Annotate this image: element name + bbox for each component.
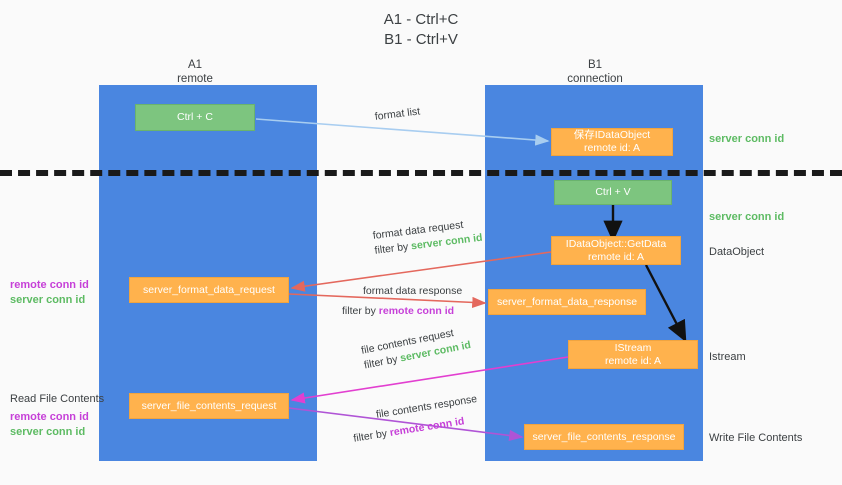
- lane-b1-name: B1: [587, 59, 603, 71]
- lane-header-a1: A1 remote: [140, 58, 250, 86]
- lane-header-b1: B1 connection: [540, 58, 650, 86]
- note-remote-conn-id-2: remote conn id: [10, 411, 89, 423]
- edge-label-format-list: format list: [374, 104, 421, 124]
- phase-divider: [0, 170, 842, 176]
- note-read-file-contents: Read File Contents: [10, 393, 105, 405]
- note-group-file: remote conn id server conn id: [10, 410, 89, 440]
- box-server-format-data-request[interactable]: server_format_data_request: [129, 277, 289, 303]
- note-remote-conn-id-1: remote conn id: [10, 279, 89, 291]
- filter-prefix: filter by: [373, 240, 412, 257]
- lane-a1-sub: remote: [177, 73, 213, 85]
- lane-b1-sub: connection: [567, 73, 623, 85]
- box-server-format-data-response-line1: server_format_data_response: [496, 295, 638, 308]
- filter-value-remote-conn-id: remote conn id: [378, 305, 455, 317]
- note-server-conn-id-3: server conn id: [10, 294, 86, 306]
- edge-label-format-data-response-filter: filter by remote conn id: [342, 304, 462, 319]
- box-ctrl-c[interactable]: Ctrl + C: [135, 104, 255, 131]
- lane-a1-name: A1: [187, 59, 203, 71]
- edge-label-file-contents-response-filter: filter by remote conn id: [352, 412, 481, 447]
- box-save-idataobject-line2: remote id: A: [583, 142, 641, 154]
- box-ctrl-v[interactable]: Ctrl + V: [554, 180, 672, 205]
- filter-prefix: filter by: [342, 305, 379, 317]
- note-istream: Istream: [709, 351, 746, 363]
- box-save-idataobject[interactable]: 保存IDataObject remote id: A: [551, 128, 673, 156]
- box-idataobject-getdata-line2: remote id: A: [587, 250, 645, 263]
- title-line-2: B1 - Ctrl+V: [384, 31, 458, 48]
- note-server-conn-id-4: server conn id: [10, 426, 86, 438]
- note-dataobject: DataObject: [709, 246, 765, 258]
- edge-label-format-list-text: format list: [374, 105, 421, 123]
- box-idataobject-getdata[interactable]: IDataObject::GetData remote id: A: [551, 236, 681, 265]
- box-server-format-data-response[interactable]: server_format_data_response: [488, 289, 646, 315]
- box-idataobject-getdata-line1: IDataObject::GetData: [565, 237, 667, 250]
- box-istream[interactable]: IStream remote id: A: [568, 340, 698, 369]
- note-group-format: remote conn id server conn id: [10, 278, 89, 308]
- box-server-format-data-request-line1: server_format_data_request: [143, 283, 275, 296]
- edge-label-format-data-response: format data response filter by remote co…: [342, 284, 463, 319]
- box-istream-line1: IStream: [614, 341, 652, 354]
- box-server-file-contents-response[interactable]: server_file_contents_response: [524, 424, 684, 450]
- edge-label-format-data-response-line1: format data response: [363, 285, 463, 297]
- box-ctrl-v-line1: Ctrl + V: [595, 186, 631, 198]
- box-istream-line2: remote id: A: [604, 354, 662, 367]
- title-line-1: A1 - Ctrl+C: [383, 11, 459, 28]
- edge-label-format-data-request: format data request filter by server con…: [372, 216, 483, 259]
- note-server-conn-id-1: server conn id: [709, 133, 785, 145]
- edge-label-file-contents-request: file contents request filter by server c…: [360, 323, 472, 373]
- edge-label-file-contents-response: file contents response filter by remote …: [353, 392, 481, 445]
- box-server-file-contents-request[interactable]: server_file_contents_request: [129, 393, 289, 419]
- box-server-file-contents-response-line1: server_file_contents_response: [532, 430, 676, 443]
- box-server-file-contents-request-line1: server_file_contents_request: [141, 399, 277, 412]
- filter-prefix: filter by: [352, 427, 391, 445]
- note-write-file-contents: Write File Contents: [709, 432, 803, 444]
- box-ctrl-c-line1: Ctrl + C: [177, 111, 213, 123]
- diagram-title: A1 - Ctrl+C B1 - Ctrl+V: [0, 10, 842, 50]
- box-save-idataobject-line1: 保存IDataObject: [573, 129, 651, 141]
- note-server-conn-id-2: server conn id: [709, 211, 785, 223]
